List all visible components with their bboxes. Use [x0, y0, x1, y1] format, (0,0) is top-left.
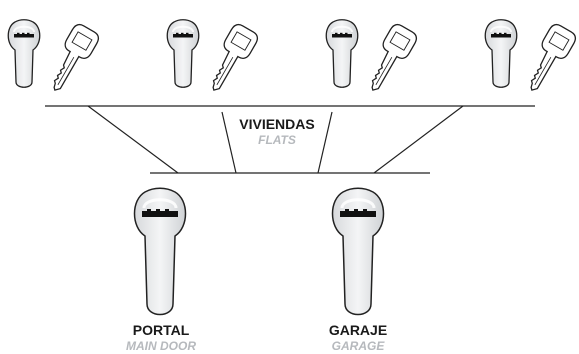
lock-cylinder-icon [133, 186, 187, 316]
main-door-sublabel: MAIN DOOR [126, 339, 196, 353]
main-door-cylinder [133, 186, 187, 316]
garage-label: GARAJE [329, 322, 387, 338]
key-icon [518, 21, 579, 98]
garage-cylinder [331, 186, 385, 316]
left-outer-line [87, 105, 179, 174]
flat-unit-4 [484, 18, 579, 98]
connector-lines [45, 105, 535, 174]
flat-unit-3 [325, 18, 420, 98]
key-icon [359, 21, 420, 98]
flat-unit-2 [166, 18, 261, 98]
lock-cylinder-icon [7, 18, 41, 89]
key-icon [200, 21, 261, 98]
right-outer-line [373, 105, 464, 174]
lock-cylinder-icon [331, 186, 385, 316]
lock-cylinder-icon [166, 18, 200, 89]
flats-sublabel: FLATS [258, 133, 296, 147]
lock-cylinder-icon [484, 18, 518, 89]
main-door-label: PORTAL [133, 322, 190, 338]
garage-sublabel: GARAGE [332, 339, 386, 353]
flats-label: VIVIENDAS [239, 116, 314, 132]
lock-cylinder-icon [325, 18, 359, 89]
key-icon [41, 21, 102, 98]
flat-unit-1 [7, 18, 102, 98]
left-inner-line [221, 111, 237, 174]
right-inner-line [317, 111, 333, 174]
